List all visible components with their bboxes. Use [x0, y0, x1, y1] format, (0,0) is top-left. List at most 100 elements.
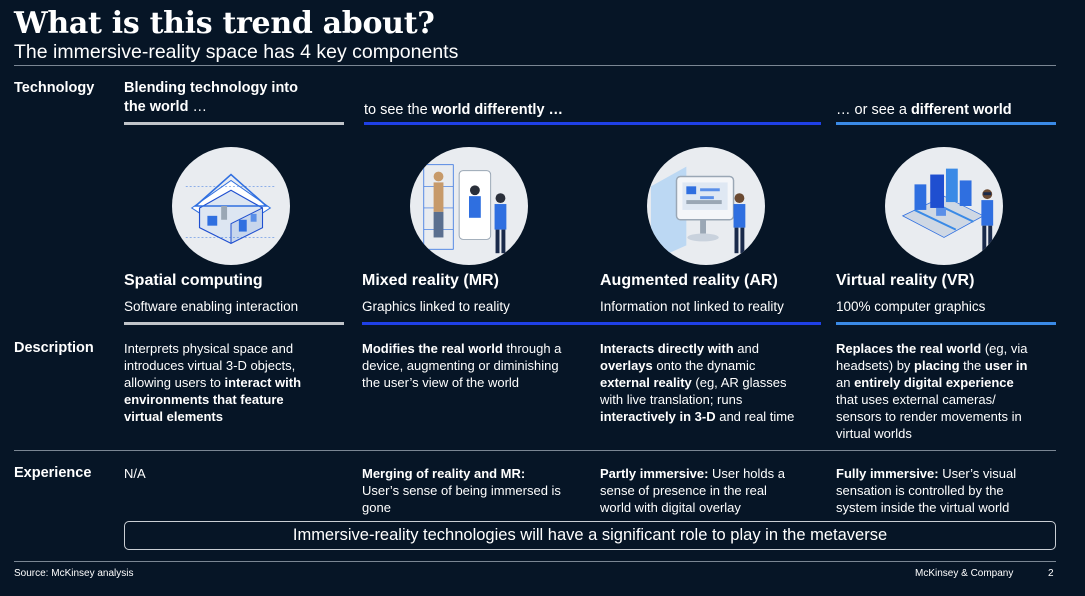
group-bar-different-world [836, 122, 1056, 125]
text-segment: that uses external cameras/ [836, 392, 996, 407]
text-line: Merging of reality and MR: [362, 465, 561, 482]
text-segment: Interprets physical space and [124, 341, 294, 356]
text-segment: introduces virtual 3-D objects, [124, 358, 296, 373]
text-line: virtual elements [124, 408, 301, 425]
column-subtitle-augmented-reality: Information not linked to reality [600, 299, 784, 314]
text-line: system inside the virtual world [836, 499, 1016, 516]
page-subtitle: The immersive-reality space has 4 key co… [14, 41, 459, 63]
experience-mixed-reality: Merging of reality and MR:User’s sense o… [362, 465, 561, 516]
text-line: gone [362, 499, 561, 516]
text-segment: system inside the virtual world [836, 500, 1010, 515]
text-segment: sensors to render movements in [836, 409, 1022, 424]
group-header-see-bold: world differently … [431, 102, 564, 118]
text-line: sense of presence in the real [600, 482, 785, 499]
text-line: allowing users to interact with [124, 374, 301, 391]
column-name-spatial-computing: Spatial computing [124, 272, 263, 289]
section-divider [14, 450, 1056, 451]
bold-text: Modifies the real world [362, 341, 503, 356]
group-bar-see-differently [364, 122, 821, 125]
mixed-reality-icon [410, 147, 528, 265]
text-line: overlays onto the dynamic [600, 357, 794, 374]
house-icon [172, 147, 290, 265]
bold-text: virtual elements [124, 409, 223, 424]
text-segment: User’s visual [938, 466, 1017, 481]
row-label-description: Description [14, 340, 94, 356]
column-subtitle-mixed-reality: Graphics linked to reality [362, 299, 510, 314]
bold-text: Merging of reality and MR: [362, 466, 526, 481]
text-line: environments that feature [124, 391, 301, 408]
text-segment: and real time [715, 409, 795, 424]
text-line: Modifies the real world through a [362, 340, 561, 357]
text-segment: headsets) by [836, 358, 915, 373]
row-label-experience: Experience [14, 465, 92, 481]
text-segment: (eg, via [981, 341, 1028, 356]
bold-text: interactively in 3-D [600, 409, 716, 424]
column-name-mixed-reality: Mixed reality (MR) [362, 272, 499, 289]
text-segment: through a [502, 341, 562, 356]
bold-text: Interacts directly with [600, 341, 734, 356]
text-line: an entirely digital experience [836, 374, 1027, 391]
text-line: interactively in 3-D and real time [600, 408, 794, 425]
text-line: Partly immersive: User holds a [600, 465, 785, 482]
text-segment: sense of presence in the real [600, 483, 767, 498]
bold-text: Partly immersive: [600, 466, 709, 481]
footer-page-number: 2 [1048, 568, 1054, 579]
bold-text: Fully immersive: [836, 466, 939, 481]
text-segment: device, augmenting or diminishing [362, 358, 559, 373]
text-line: Fully immersive: User’s visual [836, 465, 1016, 482]
bold-text: external reality [600, 375, 692, 390]
group-header-blending: Blending technology into the world … [124, 79, 298, 117]
text-line: the user’s view of the world [362, 374, 561, 391]
bold-text: placing [914, 358, 960, 373]
bold-text: user in [984, 358, 1028, 373]
group-bar-blending [124, 122, 344, 125]
text-segment: world with digital overlay [600, 500, 741, 515]
experience-spatial-computing: N/A [124, 465, 146, 482]
text-line: Interacts directly with and [600, 340, 794, 357]
column-name-augmented-reality: Augmented reality (AR) [600, 272, 778, 289]
text-line: introduces virtual 3-D objects, [124, 357, 301, 374]
column-bar-virtual-reality [836, 322, 1056, 325]
text-segment: (eg, AR glasses [691, 375, 787, 390]
text-line: that uses external cameras/ [836, 391, 1027, 408]
bold-text: Replaces the real world [836, 341, 982, 356]
text-line: User’s sense of being immersed is [362, 482, 561, 499]
column-subtitle-spatial-computing: Software enabling interaction [124, 299, 299, 314]
text-segment: the [959, 358, 985, 373]
text-line: headsets) by placing the user in [836, 357, 1027, 374]
text-segment: User holds a [708, 466, 785, 481]
text-line: with live translation; runs [600, 391, 794, 408]
conclusion-banner: Immersive-reality technologies will have… [124, 521, 1056, 550]
text-line: Interprets physical space and [124, 340, 301, 357]
text-segment: gone [362, 500, 391, 515]
text-line: external reality (eg, AR glasses [600, 374, 794, 391]
footer-divider [14, 561, 1056, 562]
text-segment: and [733, 341, 759, 356]
text-line: virtual worlds [836, 425, 1027, 442]
footer-company: McKinsey & Company [915, 568, 1014, 579]
column-bar-spatial-computing [124, 322, 344, 325]
bold-text: environments that feature [124, 392, 284, 407]
text-segment: N/A [124, 466, 146, 481]
page-title: What is this trend about? [14, 6, 435, 41]
group-header-see-differently: to see the world differently … [364, 101, 563, 120]
group-header-blending-line1: Blending technology into [124, 80, 298, 96]
virtual-reality-icon [885, 147, 1003, 265]
group-header-different-world: … or see a different world [836, 101, 1012, 120]
group-header-diff-bold: different world [910, 102, 1012, 118]
column-bar-mixed-augmented [362, 322, 821, 325]
description-spatial-computing: Interprets physical space and introduces … [124, 340, 301, 425]
row-label-technology: Technology [14, 80, 95, 96]
bold-text: interact with [224, 375, 302, 390]
bold-text: entirely digital experience [854, 375, 1014, 390]
augmented-reality-icon [647, 147, 765, 265]
text-segment: with live translation; runs [600, 392, 743, 407]
group-header-diff-pre: … or see a [836, 102, 911, 118]
text-segment: an [836, 375, 855, 390]
group-header-blending-line2: the world [124, 99, 189, 115]
